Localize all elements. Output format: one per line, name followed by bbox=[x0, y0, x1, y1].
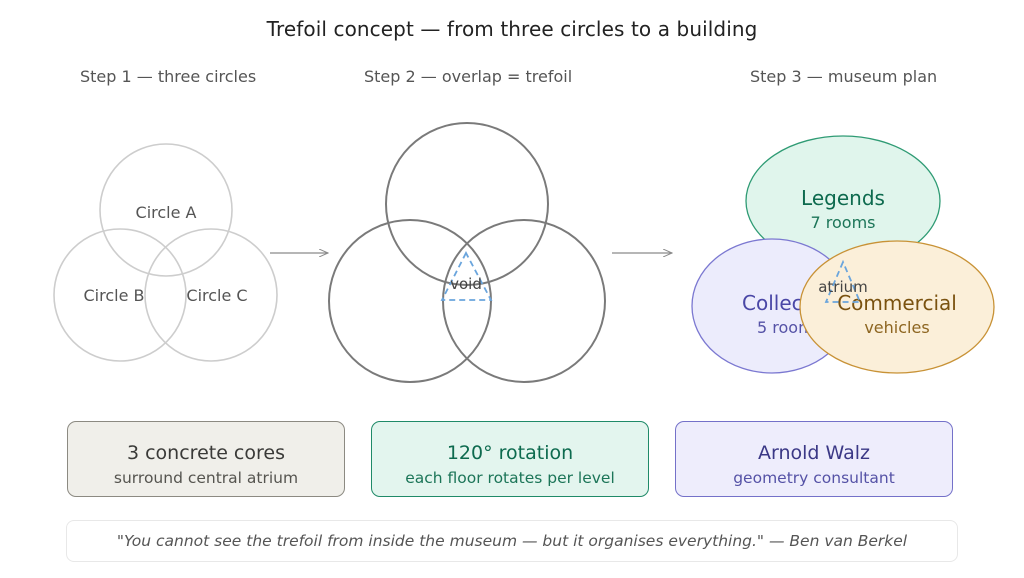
step-1-circles: Circle A Circle B Circle C bbox=[53, 143, 278, 362]
commercial-detail: vehicles bbox=[864, 318, 929, 337]
card-concrete-cores: 3 concrete cores surround central atrium bbox=[67, 421, 345, 497]
card-rotation: 120° rotation each floor rotates per lev… bbox=[371, 421, 649, 497]
card-subtitle: each floor rotates per level bbox=[405, 469, 615, 487]
legends-label: Legends bbox=[801, 186, 885, 210]
trefoil-circle-left bbox=[328, 219, 492, 383]
step-1-label: Step 1 — three circles bbox=[80, 67, 257, 86]
circle-c-label: Circle C bbox=[186, 286, 247, 305]
card-arnold-walz: Arnold Walz geometry consultant bbox=[675, 421, 953, 497]
circle-c-shape bbox=[144, 228, 278, 362]
card-title: 120° rotation bbox=[446, 442, 574, 464]
step-3-museum-plan: Legends 7 rooms Collection 5 rooms Comme… bbox=[691, 135, 995, 374]
card-title: 3 concrete cores bbox=[126, 442, 285, 464]
commercial-lobe bbox=[799, 240, 995, 374]
quote-box: "You cannot see the trefoil from inside … bbox=[66, 520, 958, 562]
circle-b-shape bbox=[53, 228, 187, 362]
void-label: void bbox=[450, 275, 482, 293]
card-title: Arnold Walz bbox=[758, 442, 870, 464]
circle-a-label: Circle A bbox=[136, 203, 197, 222]
step-2-label: Step 2 — overlap = trefoil bbox=[364, 67, 573, 86]
quote-text: "You cannot see the trefoil from inside … bbox=[116, 532, 765, 550]
card-subtitle: surround central atrium bbox=[113, 469, 299, 487]
circle-a-shape bbox=[99, 143, 233, 277]
page-title: Trefoil concept — from three circles to … bbox=[266, 17, 758, 41]
step-2-trefoil: void bbox=[328, 122, 606, 383]
step-3-label: Step 3 — museum plan bbox=[750, 67, 938, 86]
card-subtitle: geometry consultant bbox=[733, 469, 895, 487]
atrium-triangle-icon bbox=[824, 259, 862, 303]
trefoil-diagram: Circle A Circle B Circle C void Legends … bbox=[53, 122, 995, 383]
circle-b-label: Circle B bbox=[84, 286, 145, 305]
trefoil-circle-right bbox=[442, 219, 606, 383]
atrium-label: atrium bbox=[818, 278, 868, 296]
quote-author: — Ben van Berkel bbox=[764, 532, 908, 550]
trefoil-circle-top bbox=[385, 122, 549, 286]
legends-detail: 7 rooms bbox=[811, 213, 876, 232]
